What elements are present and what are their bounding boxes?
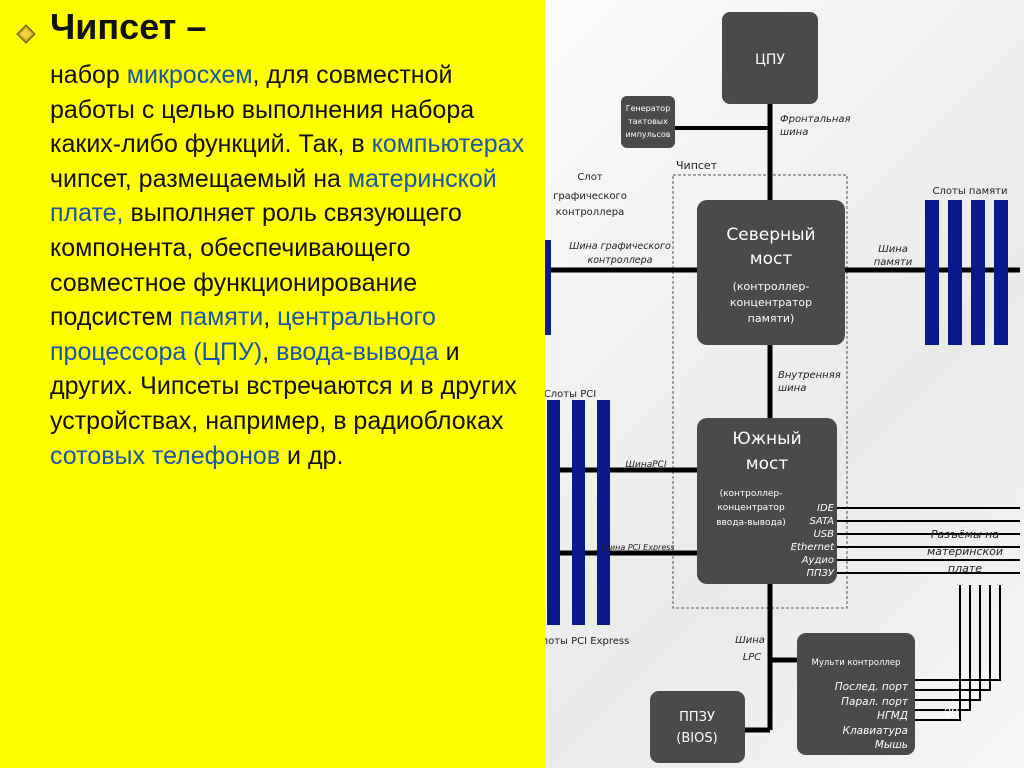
parallel-port-label: Парал. порт [841, 696, 909, 708]
north-bridge-box [697, 200, 845, 345]
body-text-2: , для совместной работы с целью выполнен… [50, 61, 475, 159]
clock-label-3: импульсов [625, 130, 670, 139]
south-bridge-label-2: мост [746, 454, 789, 474]
port-usb: USB [813, 529, 834, 540]
diamond-bullet-icon [16, 24, 36, 44]
memory-slots-label: Слоты памяти [933, 186, 1008, 197]
memory-bus-label-2: памяти [874, 257, 913, 268]
gfx-slot-label-3: контроллера [556, 207, 624, 218]
gfx-bus-label-2: контроллера [588, 255, 653, 266]
south-bridge-label-1: Южный [732, 429, 801, 449]
south-bridge-sub-1: (контроллер- [720, 489, 783, 499]
pci-bus-label: ШинаPCI [625, 460, 667, 470]
pci-slots-label: Слоты PCI [545, 389, 596, 400]
body-text-8: и др. [280, 441, 344, 470]
onboard-label-1: Разъёмы на [931, 528, 999, 541]
link-motherboard[interactable]: материнской плате, [50, 164, 497, 228]
internal-bus-label-1: Внутренняя [778, 370, 841, 381]
north-bridge-sub-2: концентратор [730, 296, 812, 309]
diagram-panel: Чипсет [535, 0, 1024, 768]
link-cpu[interactable]: центрального процессора (ЦПУ) [50, 303, 436, 366]
north-bridge-sub-3: памяти) [748, 312, 795, 325]
bios-label-2: (BIOS) [676, 731, 717, 746]
onboard-connector-lines [835, 507, 1020, 721]
body-text-4: выполняет роль связующего компонента, об… [50, 199, 462, 332]
super-io-label: Мульти контроллер [812, 658, 901, 668]
lpc-label-1: Шина [735, 635, 765, 646]
pcie-slots-label: Слоты PCI Express [545, 636, 629, 647]
south-bridge-sub-3: ввода-вывода) [716, 518, 786, 528]
slide-number: 28 [944, 705, 959, 720]
north-bridge-label-2: мост [750, 249, 793, 269]
port-ide: IDE [817, 503, 835, 514]
port-rom: ППЗУ [806, 568, 834, 579]
super-io-box [797, 633, 915, 755]
pci-slots [547, 400, 610, 510]
port-sata: SATA [810, 516, 835, 527]
gfx-slot-label-2: графического [553, 191, 627, 202]
chipset-diagram: Чипсет [535, 12, 1020, 763]
link-microchips[interactable]: микросхем [126, 61, 253, 89]
clock-label-1: Генератор [626, 104, 671, 113]
south-bridge-box [697, 418, 837, 584]
slide-body: набор микросхем, для совместной работы с… [50, 58, 540, 473]
chipset-region [672, 174, 848, 609]
link-cell-phones[interactable]: сотовых телефонов [50, 441, 281, 470]
body-text-7: и других. Чипсеты встречаются и в других… [50, 337, 517, 435]
north-bridge-label-1: Северный [726, 225, 815, 245]
body-text-1: набор [50, 61, 127, 89]
fsb-label-1: Фронтальная [780, 114, 851, 125]
onboard-label-3: плате [948, 562, 982, 575]
memory-slots [925, 200, 1008, 345]
clock-generator-box [621, 96, 675, 148]
bios-label-1: ППЗУ [679, 710, 715, 725]
clock-label-2: тактовых [628, 117, 668, 126]
floppy-label: НГМД [877, 710, 908, 722]
link-io[interactable]: ввода-вывода [276, 337, 439, 366]
graphics-slot [538, 240, 551, 335]
internal-bus-label-2: шина [778, 383, 806, 394]
cpu-label: ЦПУ [755, 52, 785, 68]
link-computers[interactable]: компьютерах [371, 130, 525, 159]
mouse-label: Мышь [875, 739, 908, 751]
north-bridge-sub-1: (контроллер- [733, 280, 810, 293]
pcie-bus-label: Шина PCI Express [601, 543, 674, 552]
chipset-label: Чипсет [676, 159, 718, 172]
text-panel: Чипсет – набор микросхем, для совместной… [0, 0, 545, 768]
slide-title: Чипсет – [50, 6, 207, 47]
gfx-slot-label-1: Слот [577, 172, 602, 183]
body-text-6: , [262, 337, 277, 366]
bios-box [650, 691, 745, 763]
link-memory[interactable]: памяти [179, 303, 264, 332]
memory-bus-label-1: Шина [878, 244, 908, 255]
fsb-label-2: шина [780, 127, 808, 138]
port-audio: Аудио [801, 555, 834, 566]
serial-port-label: Послед. порт [835, 681, 909, 693]
onboard-label-2: материнской [927, 545, 1003, 558]
lpc-label-2: LPC [743, 652, 762, 663]
pcie-slots [547, 510, 610, 625]
cpu-box [722, 12, 818, 104]
south-bridge-sub-2: концентратор [717, 503, 785, 513]
port-ethernet: Ethernet [791, 542, 835, 553]
gfx-bus-label-1: Шина графического [569, 241, 671, 252]
keyboard-label: Клавиатура [843, 725, 908, 737]
body-text-5: , [263, 303, 278, 332]
body-text-3: чипсет, размещаемый на [50, 164, 348, 193]
